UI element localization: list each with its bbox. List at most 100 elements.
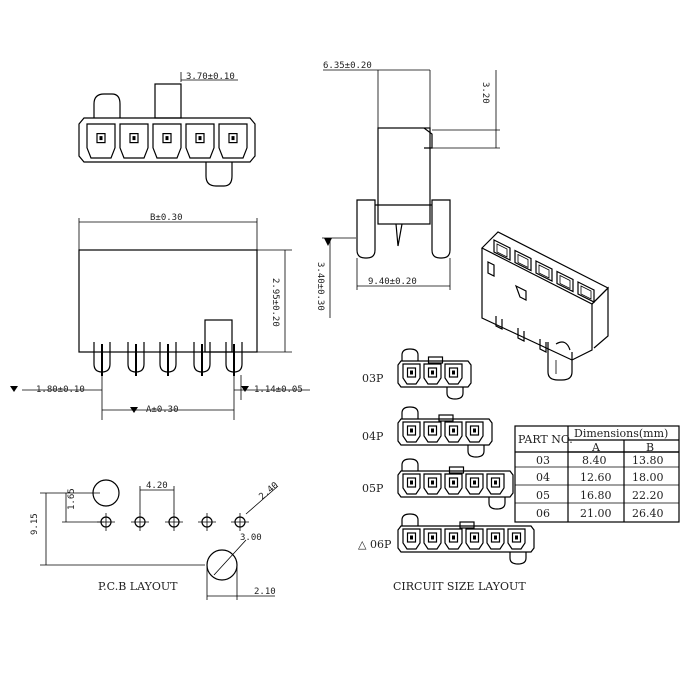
terminal-contact	[515, 535, 518, 540]
terminal-square	[162, 133, 172, 144]
table-cell-a: 8.40	[582, 454, 607, 467]
terminal-contact	[473, 480, 476, 485]
connector-body	[397, 418, 493, 446]
cavity-outline	[444, 528, 463, 550]
polarizing-key	[438, 414, 454, 422]
dim-pcb-offset: 1.65	[67, 488, 77, 510]
iso-cavity-inner	[580, 285, 592, 300]
table-cell-b: 13.80	[632, 454, 664, 467]
terminal-contact	[231, 136, 235, 141]
warning-icon: △	[358, 538, 367, 551]
dim-pin-thick: 1.14±0.05	[254, 385, 303, 395]
cavity-outline	[486, 473, 505, 495]
dim-pitch-side: 9.40±0.20	[368, 277, 417, 287]
terminal-contact	[410, 535, 413, 540]
cavity-outline	[486, 528, 505, 550]
terminal-square	[129, 133, 139, 144]
polarizing-key	[427, 356, 444, 364]
terminal-square	[448, 425, 459, 436]
terminal-square	[406, 477, 417, 488]
connector-body	[397, 360, 472, 388]
latch-tab	[401, 513, 419, 526]
iso-cavity	[514, 249, 532, 272]
terminal-contact	[452, 535, 455, 540]
terminal-square	[448, 532, 459, 543]
table-header-dims: Dimensions(mm)	[574, 427, 668, 440]
terminal-contact	[410, 480, 413, 485]
terminal-contact	[473, 428, 476, 433]
terminal-contact	[132, 136, 136, 141]
cavity-outline	[423, 421, 442, 443]
terminal-square	[427, 477, 438, 488]
terminal-square	[96, 133, 106, 144]
table-header-a: A	[591, 441, 601, 454]
dim-height-a: 3.20	[480, 82, 490, 104]
terminal-contact	[99, 136, 103, 141]
cavity-outline	[465, 473, 484, 495]
cavity-outline	[402, 421, 421, 443]
connector-body	[397, 470, 514, 498]
label-06p: 06P	[370, 538, 392, 551]
terminal-square	[406, 532, 417, 543]
dim-offset-left: 1.80±0.10	[36, 385, 85, 395]
latch-tab	[401, 458, 419, 471]
latch-tab	[488, 497, 506, 510]
dim-pin-length: 3.40±0.30	[315, 262, 325, 311]
cavity-outline	[444, 421, 463, 443]
terminal-contact	[452, 370, 455, 375]
terminal-square	[448, 477, 459, 488]
iso-cavity-inner	[517, 253, 529, 269]
table-cell-b: 26.40	[632, 507, 664, 520]
front-view: B±0.30 2.95±0.20 1.80±0.10 A±0.30 1.14±0…	[10, 213, 310, 420]
terminal-contact	[410, 370, 413, 375]
cavity-outline	[402, 528, 421, 550]
table-cell-a: 21.00	[580, 507, 612, 520]
iso-cavity	[535, 260, 553, 282]
table-row: 05 16.80 22.20	[536, 489, 664, 502]
side-view: 6.35±0.20 3.20 3.40±0.30 9.40±0.20	[315, 61, 500, 318]
iso-cavity-inner	[559, 274, 571, 290]
label-04p: 04P	[362, 430, 384, 443]
cavity-outline	[465, 421, 484, 443]
cavity-outline	[423, 473, 442, 495]
dim-pcb-pitch: 4.20	[146, 481, 168, 491]
dim-top-width: 6.35±0.20	[323, 61, 372, 71]
cavity-outline	[402, 473, 421, 495]
pcb-layout-title: P.C.B LAYOUT	[98, 580, 178, 593]
cavity-outline	[465, 528, 484, 550]
isometric-view	[480, 231, 610, 381]
connector-body	[397, 525, 535, 553]
dim-peg-offset: 2.10	[254, 587, 276, 597]
terminal-square	[448, 367, 459, 378]
table-cell-part: 04	[536, 471, 550, 484]
table-cell-a: 12.60	[580, 471, 612, 484]
iso-cavity	[493, 239, 511, 261]
dim-hole-dia: 2.40	[258, 481, 281, 503]
terminal-square	[228, 133, 238, 144]
table-row: 03 8.40 13.80	[536, 454, 664, 467]
terminal-contact	[494, 480, 497, 485]
terminal-square	[406, 367, 417, 378]
terminal-square	[490, 532, 501, 543]
label-05p: 05P	[362, 482, 384, 495]
terminal-square	[490, 477, 501, 488]
dim-pcb-height: 9.15	[30, 513, 40, 535]
latch-tab	[401, 348, 419, 361]
table-row: 06 21.00 26.40	[536, 507, 664, 520]
table-header-part: PART NO.	[518, 433, 573, 446]
cavity-outline	[152, 123, 182, 159]
latch-tab	[401, 406, 419, 419]
table-cell-b: 18.00	[632, 471, 664, 484]
latch-tab	[509, 552, 527, 565]
terminal-square	[195, 133, 205, 144]
cavity-outline	[218, 123, 248, 159]
terminal-contact	[452, 428, 455, 433]
cavity-outline	[402, 363, 421, 385]
polarizing-key	[459, 521, 475, 529]
terminal-contact	[431, 480, 434, 485]
terminal-square	[406, 425, 417, 436]
terminal-contact	[410, 428, 413, 433]
terminal-square	[427, 425, 438, 436]
